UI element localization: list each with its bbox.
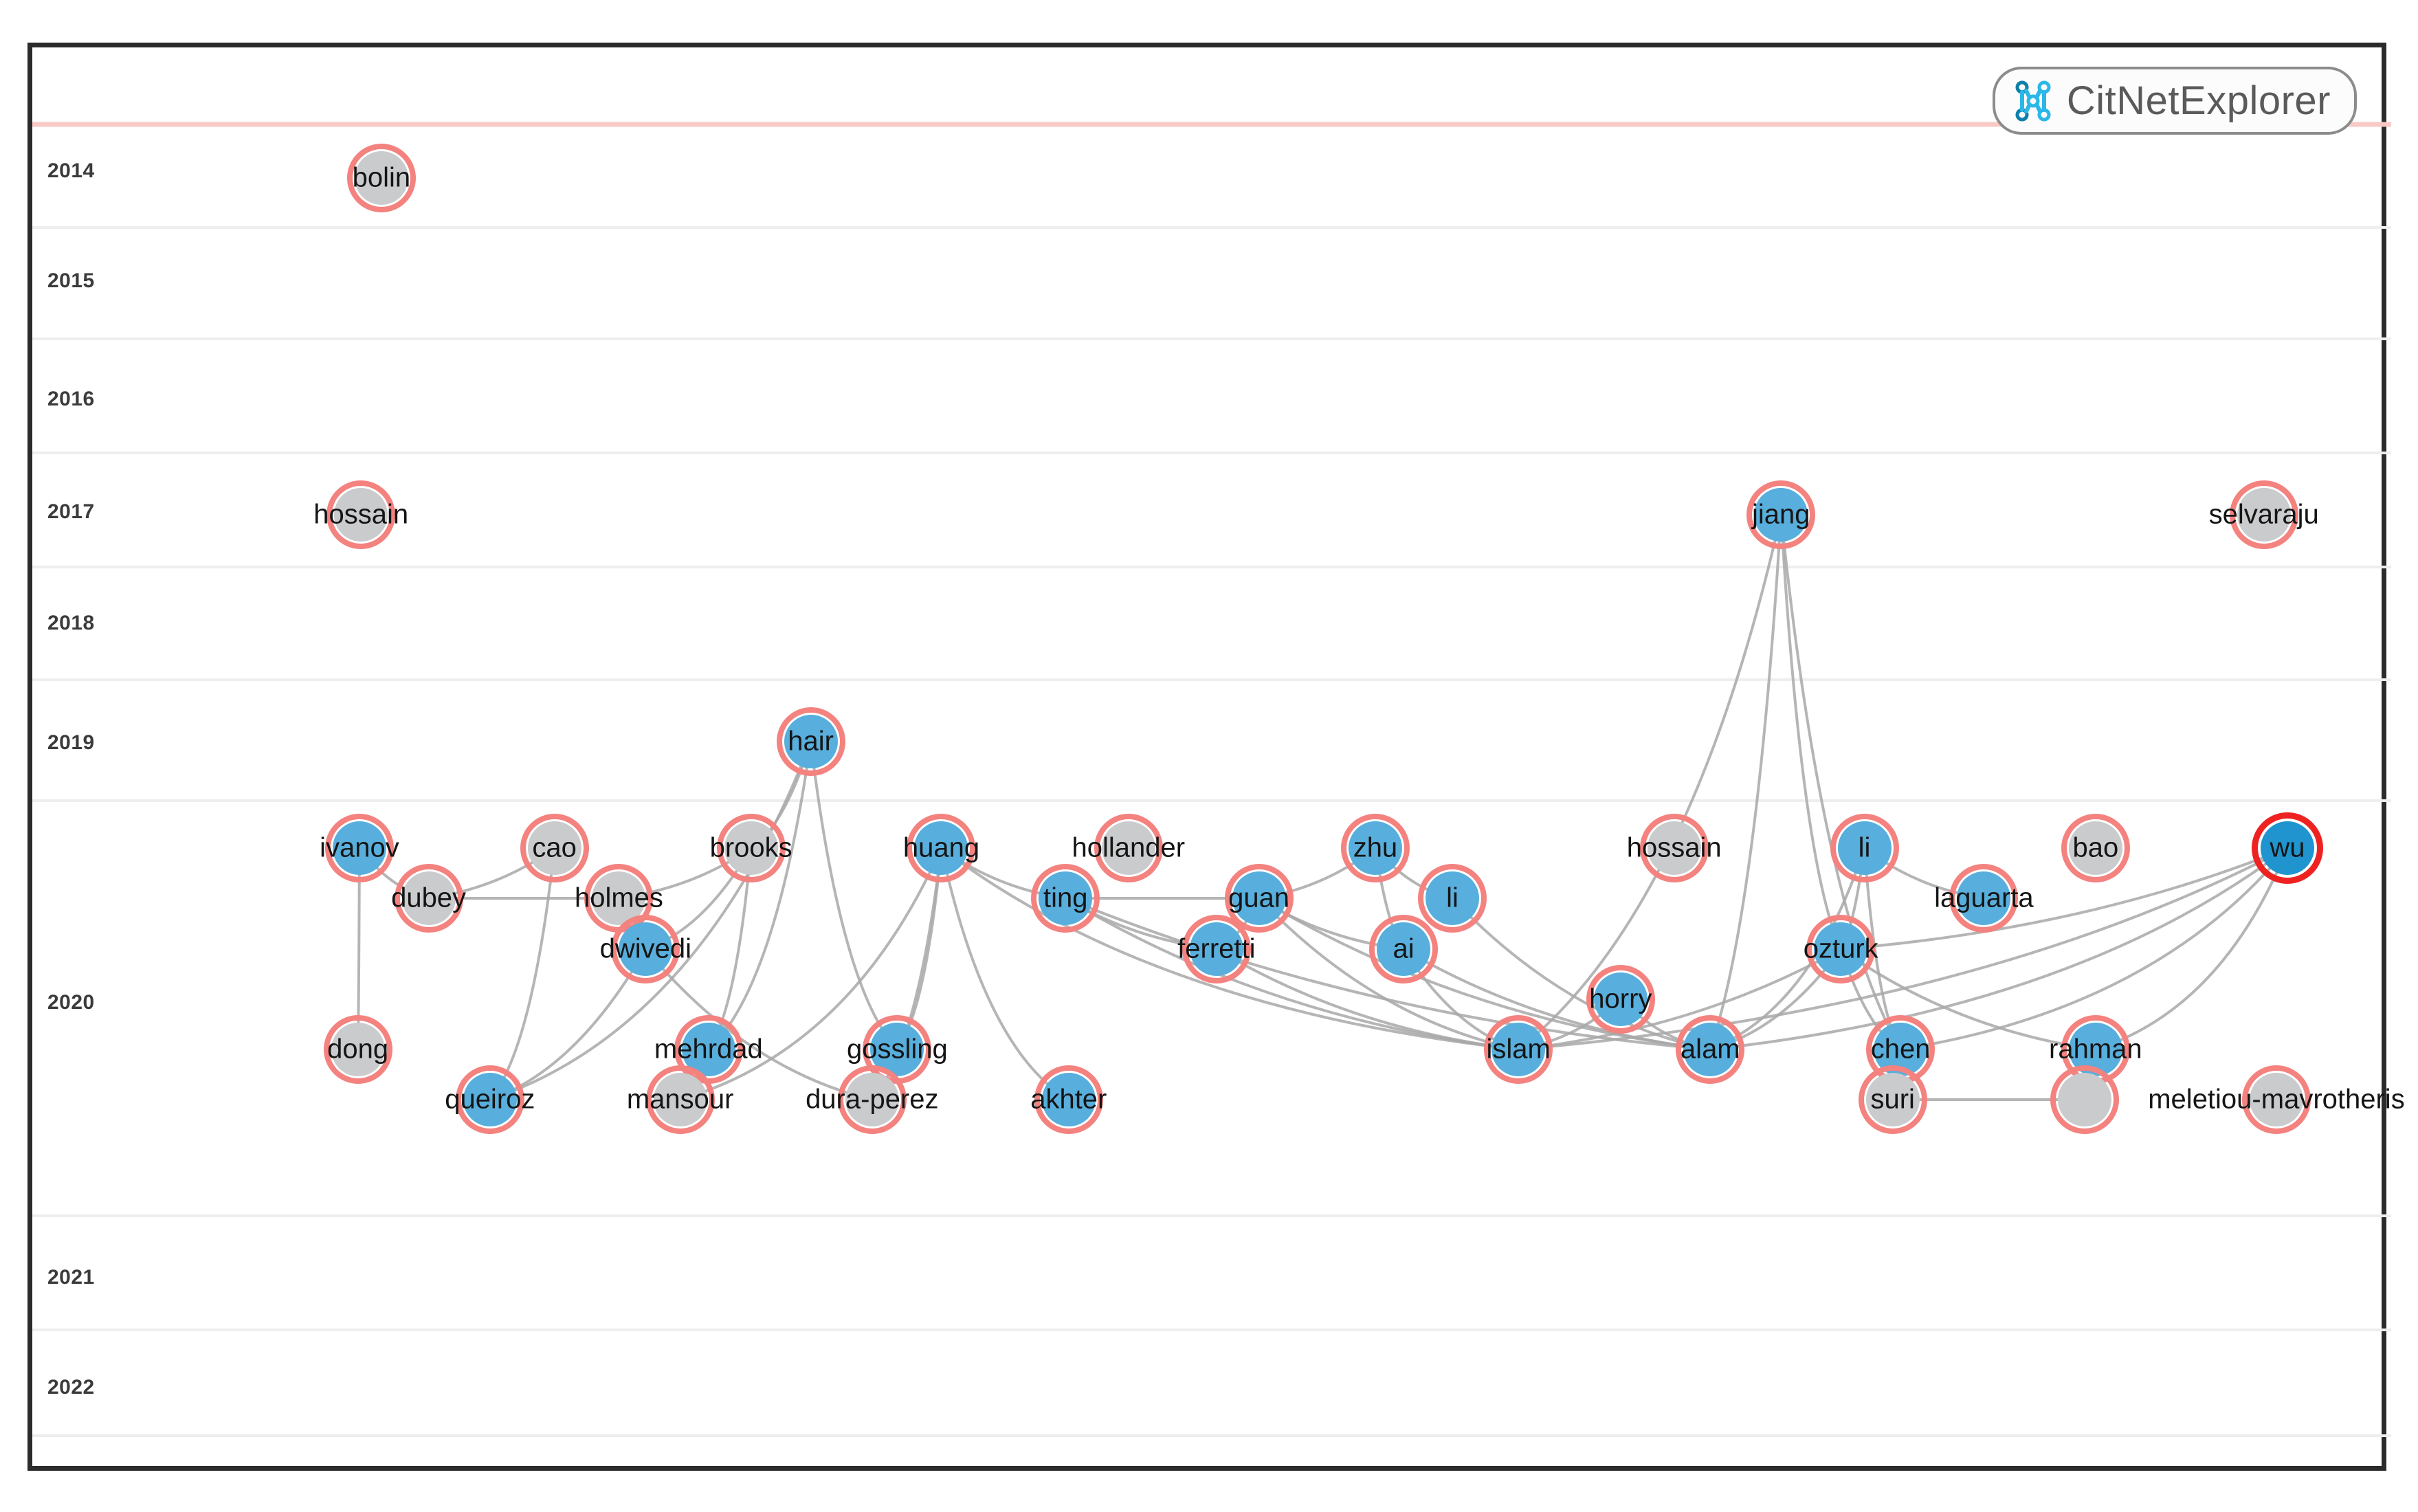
node-ring — [1586, 965, 1655, 1034]
node-ring — [323, 1015, 392, 1084]
node-ring — [1031, 864, 1100, 933]
network-node-ferretti[interactable]: ferretti — [1177, 915, 1256, 983]
network-node-queiroz[interactable]: queiroz — [445, 1065, 535, 1134]
network-node-hair[interactable]: hair — [776, 707, 845, 776]
node-ring — [1034, 1065, 1103, 1134]
year-label-2022: 2022 — [47, 1376, 95, 1399]
node-ring — [1369, 915, 1439, 983]
network-node-dwivedi[interactable]: dwivedi — [600, 915, 691, 983]
node-ring — [1746, 480, 1816, 549]
node-ring — [520, 814, 589, 882]
network-node-ai[interactable]: ai — [1369, 915, 1439, 983]
node-ring — [776, 707, 845, 776]
node-ring — [2229, 480, 2298, 549]
node-ring — [1830, 814, 1899, 882]
node-ring — [394, 864, 463, 933]
node-ring — [1224, 864, 1294, 933]
year-label-2018: 2018 — [47, 612, 95, 634]
year-gridlines — [32, 122, 2391, 1437]
citation-network-icon — [2015, 80, 2051, 121]
network-node-hollander[interactable]: hollander — [1072, 814, 1185, 882]
node-ring — [1484, 1015, 1553, 1084]
network-node-alam[interactable]: alam — [1676, 1015, 1745, 1084]
network-node-unlabeled-2022[interactable] — [2050, 1065, 2119, 1134]
node-ring — [324, 814, 394, 882]
year-label-2017: 2017 — [47, 500, 95, 523]
node-ring — [1340, 814, 1410, 882]
node-ring — [1949, 864, 2019, 933]
network-node-ozturk[interactable]: ozturk — [1804, 915, 1878, 983]
node-ring — [1418, 864, 1487, 933]
network-node-cao[interactable]: cao — [520, 814, 589, 882]
network-node-brooks[interactable]: brooks — [710, 814, 792, 882]
logo-text: CitNetExplorer — [2066, 78, 2331, 123]
citation-edges — [356, 514, 2289, 1102]
citation-network-panel: 2014 2015 2016 2017 2018 2019 2020 2021 2022 boli… — [27, 43, 2405, 1471]
network-node-bao[interactable]: bao — [2061, 814, 2130, 882]
network-canvas[interactable]: 2014 2015 2016 2017 2018 2019 2020 2021 2022 boli… — [32, 47, 2405, 1466]
node-ring — [1806, 915, 1876, 983]
network-node-meletiou-mavrotheris[interactable]: meletiou-mavrotheris — [2148, 1065, 2405, 1134]
network-node-dubey[interactable]: dubey — [391, 864, 466, 933]
node-ring — [1094, 814, 1163, 882]
network-node-bolin[interactable]: bolin — [346, 144, 416, 212]
node-ring — [611, 915, 680, 983]
network-node-ivanov[interactable]: ivanov — [320, 814, 399, 882]
node-ring — [2061, 814, 2130, 882]
network-node-li-mid[interactable]: li — [1418, 864, 1487, 933]
network-node-ting[interactable]: ting — [1031, 864, 1100, 933]
network-node-horry[interactable]: horry — [1586, 965, 1655, 1034]
year-label-2014: 2014 — [47, 159, 95, 182]
node-ring — [837, 1065, 907, 1134]
node-ring — [645, 1065, 715, 1134]
year-label-2021: 2021 — [47, 1266, 95, 1289]
network-node-selvaraju[interactable]: selvaraju — [2209, 480, 2319, 549]
node-ring — [2050, 1065, 2119, 1134]
node-ring — [2241, 1065, 2311, 1134]
node-selection-ring — [2251, 812, 2323, 884]
network-node-laguarta[interactable]: laguarta — [1934, 864, 2034, 933]
year-label-2020: 2020 — [47, 991, 95, 1014]
year-label-2016: 2016 — [47, 388, 95, 410]
network-node-li-right[interactable]: li — [1830, 814, 1899, 882]
network-node-huang[interactable]: huang — [903, 814, 979, 882]
node-ring — [326, 480, 396, 549]
citnetexplorer-logo-badge: CitNetExplorer — [1992, 67, 2357, 135]
node-ring — [1676, 1015, 1745, 1084]
network-node-dura-perez[interactable]: dura-perez — [806, 1065, 939, 1134]
network-node-dong[interactable]: dong — [323, 1015, 392, 1084]
network-node-suri[interactable]: suri — [1858, 1065, 1927, 1134]
node-ring — [346, 144, 416, 212]
node-ring — [1182, 915, 1251, 983]
node-ring — [1639, 814, 1709, 882]
node-ring — [1858, 1065, 1927, 1134]
network-node-hossain-2017[interactable]: hossain — [313, 480, 408, 549]
network-node-islam[interactable]: islam — [1484, 1015, 1553, 1084]
node-ring — [716, 814, 786, 882]
network-node-zhu[interactable]: zhu — [1340, 814, 1410, 882]
network-node-akhter[interactable]: akhter — [1030, 1065, 1107, 1134]
network-node-hossain-2020[interactable]: hossain — [1627, 814, 1722, 882]
year-label-2015: 2015 — [47, 269, 95, 292]
year-label-2019: 2019 — [47, 731, 95, 754]
network-node-mansour[interactable]: mansour — [627, 1065, 733, 1134]
network-node-jiang[interactable]: jiang — [1746, 480, 1816, 549]
network-node-guan[interactable]: guan — [1224, 864, 1294, 933]
node-ring — [455, 1065, 524, 1134]
network-node-wu[interactable]: wu — [2251, 812, 2323, 884]
node-ring — [907, 814, 976, 882]
